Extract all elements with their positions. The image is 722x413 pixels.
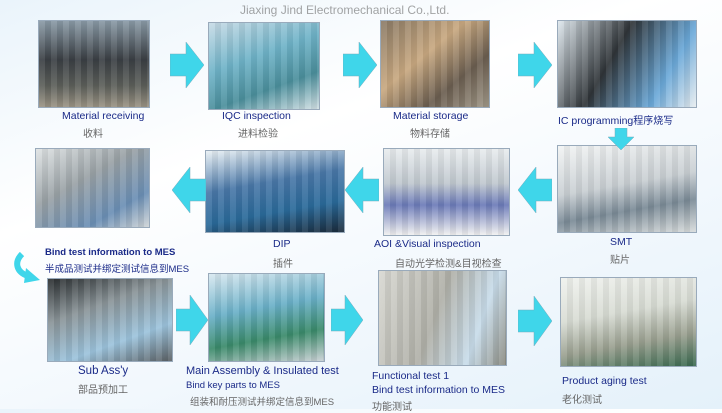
photo-functional-test (378, 270, 507, 366)
label-functional-test-cn: 功能测试 (372, 402, 412, 413)
label-functional-test: Functional test 1 (372, 370, 450, 382)
label-aoi: AOI &Visual inspection (374, 238, 481, 250)
label-sub-assy-cn: 部品预加工 (78, 385, 128, 396)
label-material-receiving-cn: 收料 (83, 129, 103, 140)
label-bind-test-info: Bind test information to MES (45, 247, 176, 258)
label-functional-test-sub: Bind test information to MES (372, 384, 506, 396)
label-ic-programming-en: IC programming (558, 115, 634, 127)
watermark: Jiaxing Jind Electromechanical Co.,Ltd. (240, 3, 450, 17)
arrow-right-icon (518, 296, 552, 346)
photo-dip (205, 150, 345, 233)
label-dip-cn: 插件 (273, 259, 293, 270)
label-sub-assy: Sub Ass'y (78, 365, 129, 377)
label-material-storage: Material storage (393, 110, 469, 122)
arrow-right-icon (170, 42, 204, 88)
label-main-assembly-cn: 组装和耐压测试并绑定信息到MES (190, 397, 335, 408)
photo-material-storage (380, 20, 490, 108)
label-product-aging-cn: 老化测试 (562, 395, 602, 406)
arrow-left-icon (518, 167, 552, 213)
label-iqc-inspection-cn: 进料检验 (238, 129, 278, 140)
label-product-aging: Product aging test (562, 375, 647, 387)
arrow-curved-down-icon (14, 252, 40, 283)
photo-material-receiving (38, 20, 150, 108)
arrow-down-icon (608, 128, 634, 150)
label-aoi-cn: 自动光学检测&目视检查 (395, 259, 502, 270)
photo-main-assembly (208, 273, 325, 362)
photo-product-aging (560, 277, 697, 367)
arrow-left-icon (345, 167, 379, 213)
label-material-storage-cn: 物料存储 (410, 129, 450, 140)
photo-aoi (383, 148, 510, 236)
arrow-left-icon (172, 167, 206, 213)
photo-bind-test-info (35, 148, 150, 228)
label-smt: SMT (610, 236, 633, 248)
label-main-assembly: Main Assembly & Insulated test (186, 365, 339, 377)
label-ic-programming-cn: 程序烧写 (633, 116, 674, 127)
arrow-right-icon (343, 42, 377, 88)
label-ic-programming: IC programming程序烧写 (558, 111, 673, 129)
arrow-right-icon (176, 295, 208, 345)
photo-sub-assy (47, 278, 173, 362)
label-dip: DIP (273, 238, 291, 250)
label-bind-test-info-cn: 半成品测试并绑定测试信息到MES (45, 264, 190, 275)
label-material-receiving: Material receiving (62, 110, 145, 122)
arrow-right-icon (518, 42, 552, 88)
label-main-assembly-sub: Bind key parts to MES (186, 380, 280, 391)
photo-ic-programming (557, 20, 697, 108)
photo-iqc-inspection (208, 22, 320, 110)
arrow-right-icon (331, 295, 363, 345)
label-iqc-inspection: IQC inspection (222, 110, 291, 122)
label-smt-cn: 贴片 (610, 255, 630, 266)
photo-smt (557, 145, 697, 233)
